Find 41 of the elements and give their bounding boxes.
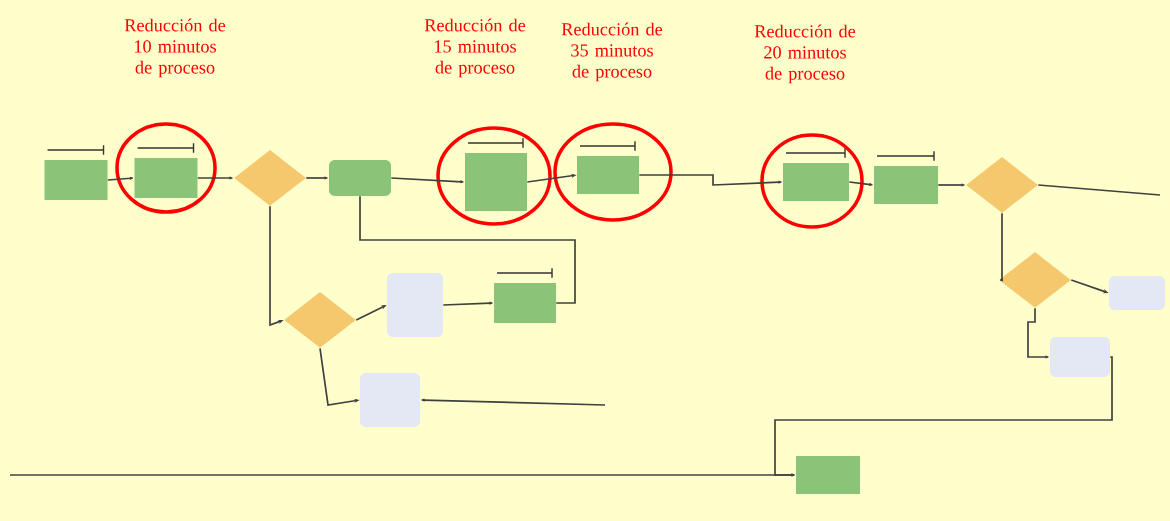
connector <box>196 176 233 180</box>
connector <box>774 356 1113 477</box>
decision-diamond <box>999 252 1071 308</box>
connector <box>526 174 576 183</box>
connector <box>319 347 359 406</box>
process-box <box>329 160 391 196</box>
connector <box>305 176 328 180</box>
annotation-text: Reducción de 35 minutos de proceso <box>561 22 663 82</box>
process-box <box>494 283 556 323</box>
connector <box>359 195 576 304</box>
connector <box>848 181 873 186</box>
process-box <box>796 456 860 494</box>
connector <box>106 176 134 181</box>
process-box <box>44 160 108 200</box>
process-box <box>465 153 527 211</box>
process-box <box>1050 337 1110 377</box>
connector <box>1037 184 1161 196</box>
process-box <box>577 156 639 194</box>
decision-diamond <box>234 150 306 206</box>
annotation-text: Reducción de 10 minutos de proceso <box>124 18 226 78</box>
connector <box>421 398 606 406</box>
annotation-text: Reducción de 15 minutos de proceso <box>424 18 526 78</box>
process-box <box>360 373 420 427</box>
decision-diamond <box>966 157 1038 213</box>
process-box <box>1109 276 1165 310</box>
connector <box>638 174 782 186</box>
connector <box>937 183 965 187</box>
connector <box>442 301 493 306</box>
connector <box>390 177 464 184</box>
process-box <box>387 273 443 337</box>
process-box <box>134 158 198 198</box>
decision-diamond <box>284 292 356 348</box>
process-box <box>874 166 938 204</box>
annotation-text: Reducción de 20 minutos de proceso <box>754 24 856 84</box>
connector <box>269 205 283 327</box>
connector <box>999 212 1004 282</box>
process-box <box>783 163 849 201</box>
connector <box>1027 307 1049 359</box>
connector <box>1070 279 1108 294</box>
connector <box>9 473 795 477</box>
connector <box>355 305 386 321</box>
